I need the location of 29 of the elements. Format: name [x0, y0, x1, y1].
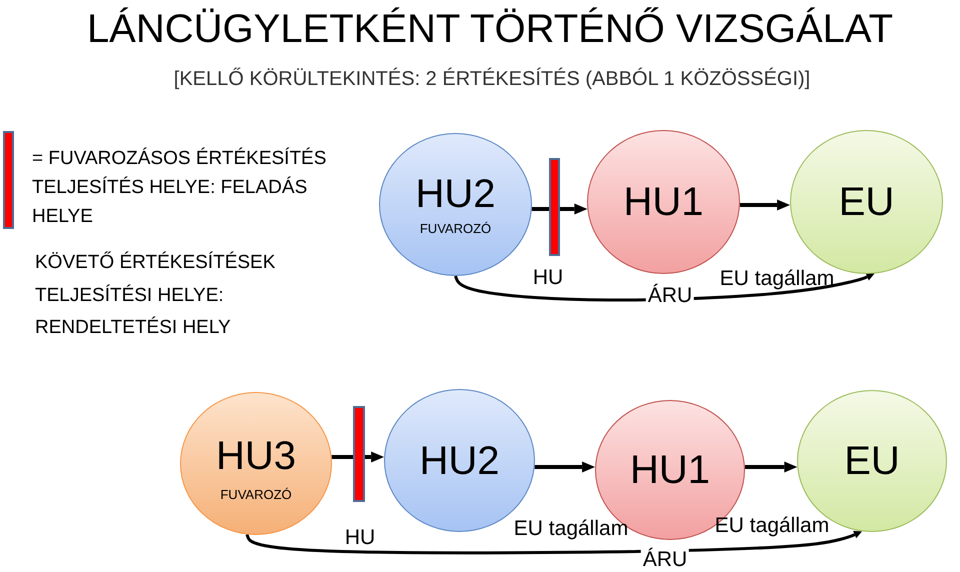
- node-label: HU1: [623, 180, 704, 224]
- node-label: HU3: [216, 434, 296, 478]
- place-label: HU: [532, 266, 564, 290]
- node-label: HU2: [419, 438, 500, 482]
- transport-bar: [549, 158, 560, 256]
- connector-line: [332, 455, 353, 459]
- curved-arrow: [246, 530, 862, 554]
- node-label: EU: [838, 180, 894, 224]
- subtitle: [KELLŐ KÖRÜLTEKINTÉS: 2 ÉRTÉKESÍTÉS (ABBÓL 1 KÖZÖSSÉGI)]: [174, 68, 810, 91]
- arrow: [560, 204, 588, 214]
- place-label: EU tagállam: [714, 514, 830, 538]
- place-label: EU tagállam: [720, 267, 834, 292]
- arrow: [744, 462, 798, 472]
- legend-text: = FUVAROZÁSOS ÉRTÉKESÍTÉS TELJESÍTÉS HELYE: FELADÁS HELYE: [32, 146, 328, 229]
- curved-arrow: [454, 273, 874, 302]
- place-label: HU: [344, 526, 376, 550]
- arrow: [740, 200, 790, 210]
- node-label: HU2: [415, 172, 496, 216]
- node-label: EU: [844, 439, 900, 483]
- arrow: [365, 452, 384, 462]
- node-sublabel: FUVAROZÓ: [220, 488, 292, 503]
- node-sublabel: FUVAROZÓ: [420, 222, 492, 237]
- note-text: KÖVETŐ ÉRTÉKESÍTÉSEK TELJESÍTÉSI HELYE: RENDELTETÉSI HELY: [35, 250, 276, 340]
- title: LÁNCÜGYLETKÉNT TÖRTÉNŐ VIZSGÁLAT: [86, 6, 894, 52]
- transport-bar: [353, 406, 365, 502]
- node-label: HU1: [630, 448, 710, 492]
- connector-line: [532, 207, 549, 211]
- arrow: [534, 462, 596, 472]
- place-label: EU tagállam: [514, 517, 628, 542]
